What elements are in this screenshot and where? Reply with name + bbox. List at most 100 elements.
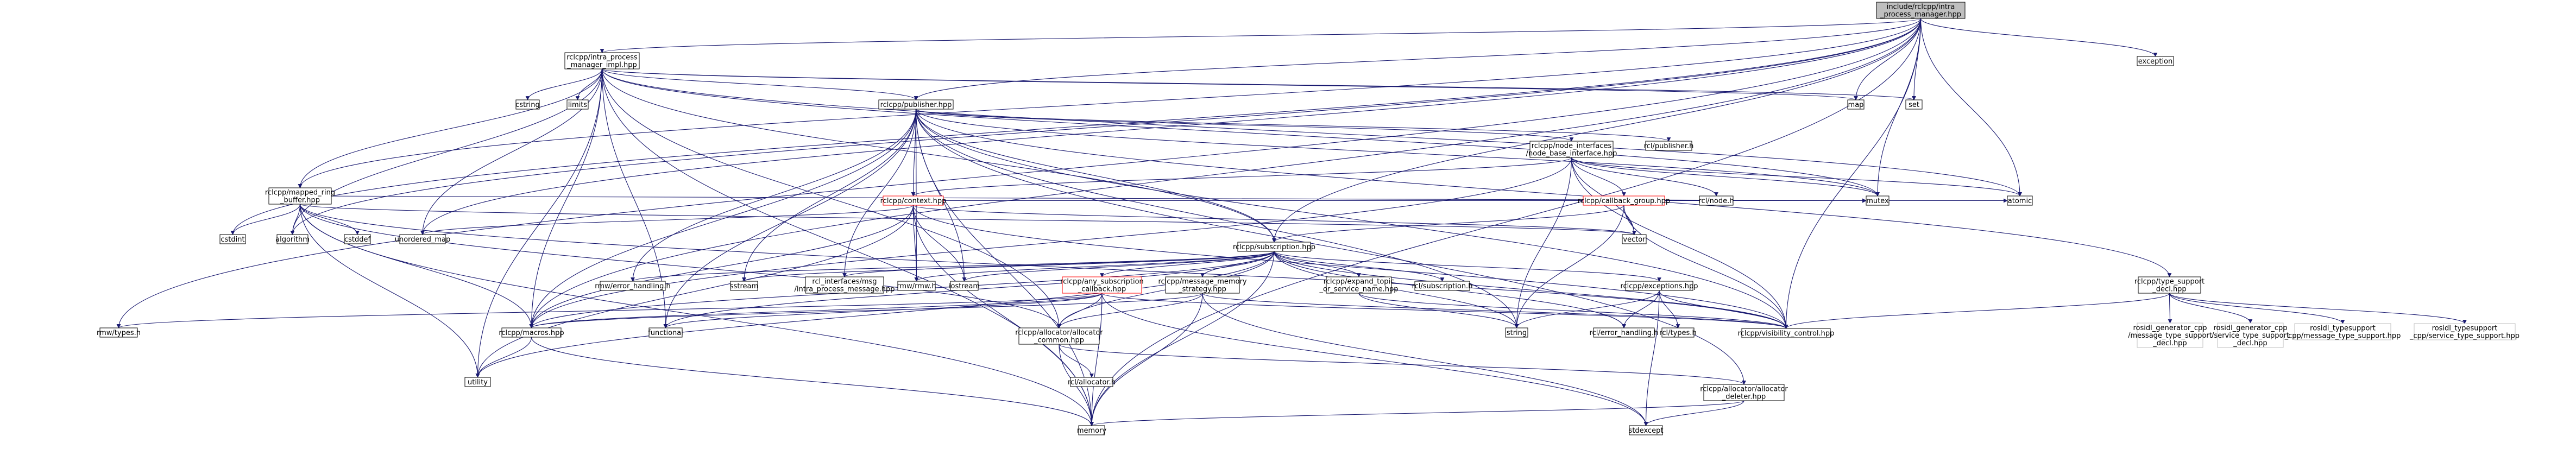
node-label-line: _manager_impl.hpp [566,61,637,69]
node-ipm-impl[interactable]: rclcpp/intra_process_manager_impl.hpp [564,52,640,69]
node-box [1866,195,1890,206]
node-label-line: vector [1623,236,1646,244]
edge-context-to-macros [529,205,914,328]
node-expand-topic[interactable]: rclcpp/expand_topic_or_service_name.hpp [1319,276,1399,294]
node-msg-mem[interactable]: rclcpp/message_memory_strategy.hpp [1158,276,1247,294]
edge-publisher-to-visibility [915,109,1788,329]
node-rcl-publisher[interactable]: rcl/publisher.h [1644,141,1694,151]
node-root[interactable]: include/rclcpp/intra_process_manager.hpp [1876,2,1966,19]
node-rosidl-srv-ts[interactable]: rosidl_generator_cpp/service_type_suppor… [2212,322,2289,348]
edge-node-base-to-macros [529,157,1572,328]
node-exception[interactable]: exception [2137,56,2174,66]
node-memory[interactable]: memory [1077,425,1107,435]
edge-subscription-to-rcl-interfaces [842,251,1275,277]
edge-context-to-iostream [912,205,967,282]
node-atomic[interactable]: atomic [2007,195,2033,206]
node-alloc-deleter[interactable]: rclcpp/allocator/allocator_deleter.hpp [1700,384,1788,401]
node-rcl-types[interactable]: rcl/types.h [1659,327,1697,338]
edge-any-sub-cb-to-alloc-common [1057,293,1103,328]
node-label-line: cstring [515,101,539,109]
node-rcl-node[interactable]: rcl/node.h [1698,195,1734,206]
node-limits[interactable]: limits [566,99,589,110]
node-rcl-subscription[interactable]: rcl/subscription.h [1412,281,1473,291]
node-label-line: /message_type_support [2128,332,2212,340]
node-string[interactable]: string [1505,327,1528,338]
node-utility[interactable]: utility [464,377,491,387]
edge-ipm-impl-to-set [601,68,1916,100]
node-label-line: rclcpp/type_support [2134,278,2205,286]
node-rosidl-ts-msg[interactable]: rosidl_typesupport_cpp/message_type_supp… [2284,323,2401,340]
node-label-line: rcl/types.h [1659,329,1696,337]
node-label-line: rclcpp/allocator/allocator [1015,329,1103,337]
node-set[interactable]: set [1905,99,1923,110]
edge-publisher-to-rcl-publisher [915,109,1671,142]
edge-root-to-macros [529,18,1922,328]
node-stdexcept[interactable]: stdexcept [1629,425,1664,435]
node-box [464,377,491,387]
node-map[interactable]: map [1847,99,1865,110]
edge-macros-to-utility [475,337,532,378]
node-mutex[interactable]: mutex [1866,195,1890,206]
node-functional[interactable]: functional [648,327,683,338]
node-label-line: rcl/publisher.h [1644,142,1694,150]
node-rcl-allocator[interactable]: rcl/allocator.h [1068,377,1116,387]
node-subscription[interactable]: rclcpp/subscription.hpp [1233,242,1315,252]
node-box [566,99,589,110]
node-type-support[interactable]: rclcpp/type_support_decl.hpp [2134,276,2205,294]
node-iostream[interactable]: iostream [949,281,980,291]
node-box [883,195,944,206]
edge-macros-to-memory [531,337,1094,426]
node-label-line: _decl.hpp [2152,339,2187,347]
edge-subscription-to-rcl-subscription [1274,251,1445,282]
edge-subscription-to-visibility [1274,251,1788,329]
node-label-line: /intra_process_message.hpp [795,286,895,294]
node-rmw-rmw[interactable]: rmw/rmw.h [897,281,936,291]
node-rcl-interfaces[interactable]: rcl_interfaces/msg/intra_process_message… [795,276,895,294]
node-label-line: cstddef [344,236,371,244]
edge-subscription-to-string [1274,251,1519,328]
node-rmw-error-handling[interactable]: rmw/error_handling.h [595,281,671,291]
node-rosidl-ts-srv[interactable]: rosidl_typesupport_cpp/service_type_supp… [2409,323,2520,340]
edge-publisher-to-functional [663,109,917,328]
edge-alloc-deleter-to-memory [1089,400,1744,426]
edge-mapped-ring-to-alloc-common [299,204,1061,328]
node-vector[interactable]: vector [1622,234,1647,244]
node-box [1165,276,1240,294]
edge-ipm-impl-to-memory [601,68,1094,426]
node-visibility[interactable]: rclcpp/visibility_control.hpp [1738,328,1835,338]
node-rosidl-msg-ts[interactable]: rosidl_generator_cpp/message_type_suppor… [2128,322,2212,348]
node-macros[interactable]: rclcpp/macros.hpp [499,327,564,338]
node-unordered-map[interactable]: unordered_map [395,234,451,244]
node-rmw-types[interactable]: rmw/types.h [97,327,141,338]
edge-root-to-publisher [914,18,1922,100]
node-box [1699,195,1734,206]
node-label-line: _cpp/message_type_support.hpp [2284,332,2401,340]
node-context[interactable]: rclcpp/context.hpp [880,195,947,206]
node-cstdint[interactable]: cstdint [219,234,246,244]
node-label-line: _common.hpp [1034,337,1084,345]
node-node-base[interactable]: rclcpp/node_interfaces/node_base_interfa… [1526,141,1617,158]
node-alloc-common[interactable]: rclcpp/allocator/allocator_common.hpp [1015,327,1103,345]
node-box [2137,56,2174,66]
node-rcl-error-handling[interactable]: rcl/error_handling.h [1590,327,1659,338]
node-publisher[interactable]: rclcpp/publisher.hpp [878,99,954,110]
node-any-sub-cb[interactable]: rclcpp/any_subscription_callback.hpp [1060,276,1144,294]
node-box [1326,276,1392,294]
edge-msg-mem-to-memory [1089,293,1203,426]
edge-ipm-impl-to-mutex [601,68,1880,197]
node-cstring[interactable]: cstring [515,99,540,110]
node-label-line: rclcpp/node_interfaces [1532,142,1612,150]
node-exceptions[interactable]: rclcpp/exceptions.hpp [1620,281,1698,291]
node-label-line: functional [648,329,683,337]
edge-mapped-ring-to-cstdint [230,204,301,235]
edge-node-base-to-atomic [1571,157,2022,197]
node-callback-group[interactable]: rclcpp/callback_group.hpp [1578,195,1670,206]
node-box [1741,328,1831,338]
node-sstream[interactable]: sstream [730,281,758,291]
node-box [1629,425,1663,435]
node-mapped-ring[interactable]: rclcpp/mapped_ring_buffer.hpp [265,187,335,205]
edge-alloc-common-to-alloc-deleter [1059,344,1746,385]
node-algorithm[interactable]: algorithm [275,234,310,244]
node-cstddef[interactable]: cstddef [344,234,371,244]
node-box [564,52,640,69]
